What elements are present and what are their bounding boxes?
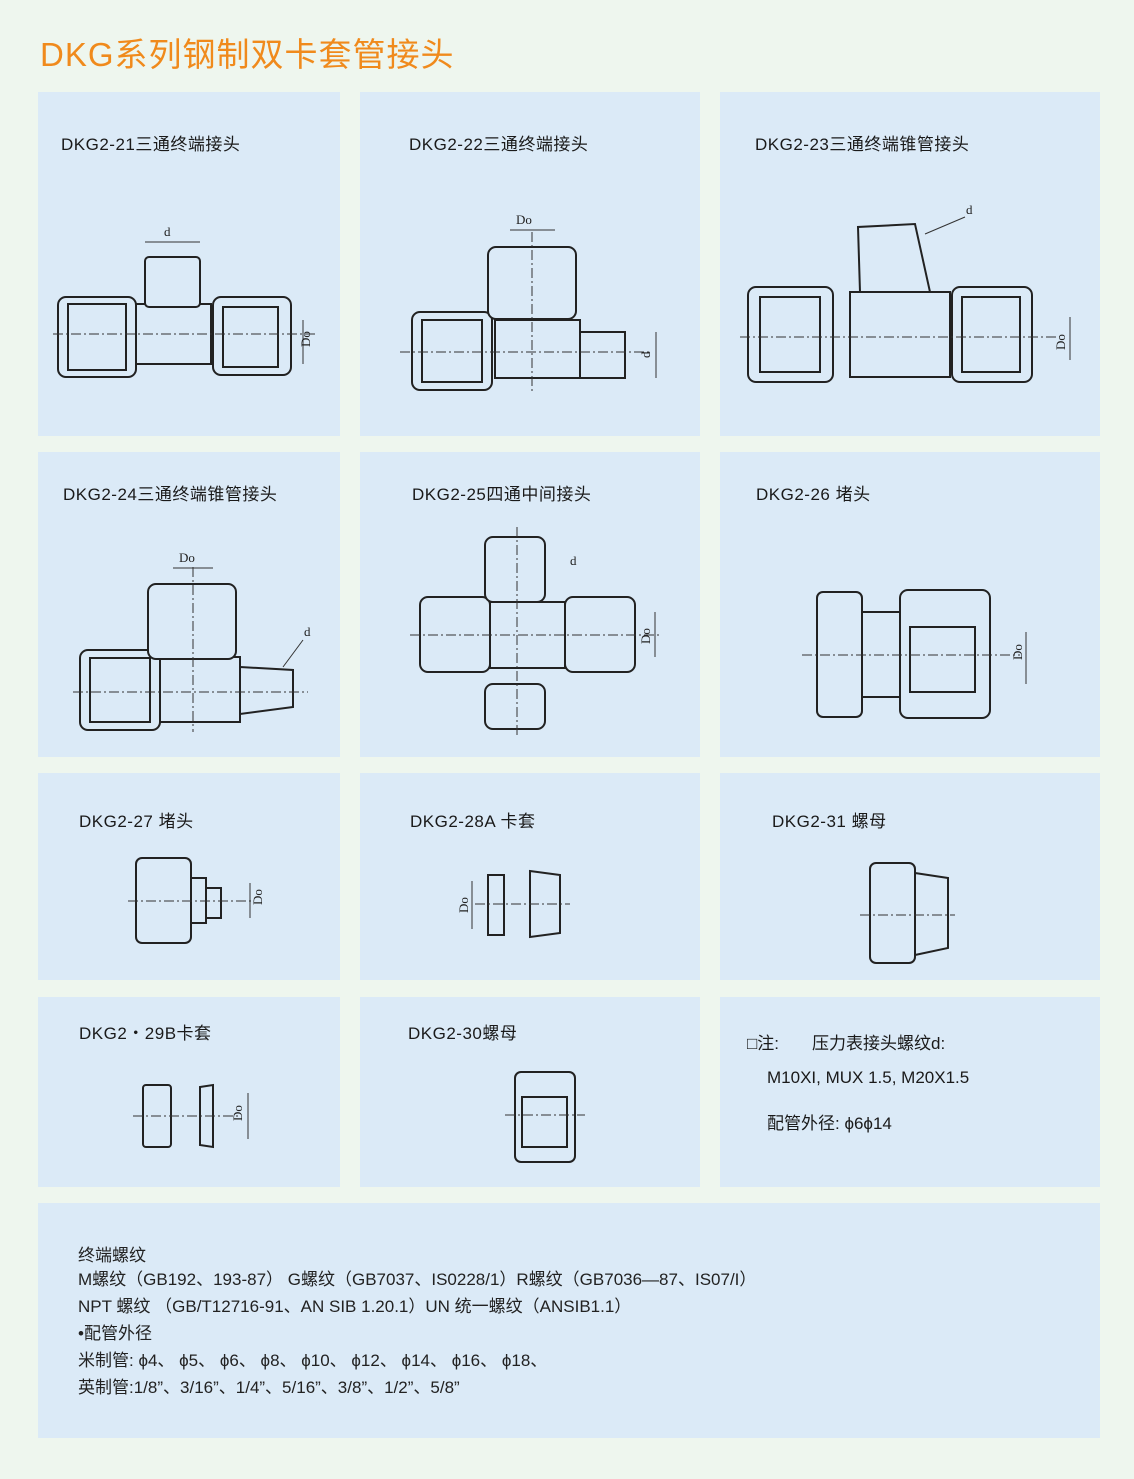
note-panel: □注: 压力表接头螺纹d: M10XI, MUX 1.5, M20X1.5 配管… [720,997,1100,1187]
panel-dkg2-30: DKG2-30螺母 [360,997,700,1187]
panel-title: DKG2-27 堵头 [79,812,194,831]
fitting-drawing: Do [802,589,1027,719]
fitting-drawing: Do d [73,550,311,732]
svg-text:Do: Do [179,550,195,565]
spec-line: 英制管:1/8”、3/16”、1/4”、5/16”、3/8”、1/2”、5/8” [78,1378,460,1397]
panel-title: DKG2-22三通终端接头 [409,135,589,154]
svg-text:Do: Do [250,889,265,905]
panel-dkg2-31: DKG2-31 螺母 [720,773,1100,980]
note-heading: 压力表接头螺纹d: [812,1034,946,1053]
svg-text:Do: Do [230,1105,245,1121]
svg-text:d: d [304,624,311,639]
spec-heading: •配管外径 [78,1324,152,1343]
svg-text:d: d [638,351,653,358]
panel-dkg2-26: DKG2-26 堵头 Do [720,452,1100,757]
panel-title: DKG2-26 堵头 [756,485,871,504]
panel-dkg2-22: DKG2-22三通终端接头 Do d [360,92,700,436]
thread-spec-panel: 终端螺纹 M螺纹（GB192、193-87） G螺纹（GB7037、IS0228… [38,1203,1100,1438]
panel-title: DKG2-25四通中间接头 [412,485,592,504]
spec-heading: 终端螺纹 [78,1246,146,1265]
panel-dkg2-23: DKG2-23三通终端锥管接头 d Do [720,92,1100,436]
page-title: DKG系列钢制双卡套管接头 [40,36,455,73]
fitting-drawing: Do [133,1083,249,1149]
svg-text:Do: Do [1053,334,1068,350]
panel-title: DKG2-23三通终端锥管接头 [755,135,970,154]
fitting-drawing: d Do [53,224,318,378]
panel-dkg2-28a: DKG2-28A 卡套 Do [360,773,700,980]
panel-title: DKG2-28A 卡套 [410,812,536,831]
fitting-drawing [505,1071,585,1163]
panel-title: DKG2-30螺母 [408,1024,518,1043]
svg-text:d: d [570,553,577,568]
svg-text:d: d [966,202,973,217]
fitting-drawing: Do d [400,212,657,392]
note-label: □注: [747,1034,779,1053]
spec-line: M螺纹（GB192、193-87） G螺纹（GB7037、IS0228/1）R螺… [78,1270,757,1289]
fitting-drawing: Do [128,857,265,944]
svg-text:Do: Do [298,331,313,347]
svg-text:Do: Do [638,628,653,644]
panel-title: DKG2-31 螺母 [772,812,887,831]
panel-dkg2-24: DKG2-24三通终端锥管接头 Do d [38,452,340,757]
panel-title: DKG2・29B卡套 [79,1024,212,1043]
panel-title: DKG2-21三通终端接头 [61,135,241,154]
panel-dkg2-25: DKG2-25四通中间接头 d Do [360,452,700,757]
panel-title: DKG2-24三通终端锥管接头 [63,485,278,504]
panel-dkg2-27: DKG2-27 堵头 Do [38,773,340,980]
note-threads: M10XI, MUX 1.5, M20X1.5 [767,1068,970,1087]
fitting-drawing [860,862,955,964]
panel-dkg2-21: DKG2-21三通终端接头 d Do [38,92,340,436]
svg-text:Do: Do [516,212,532,227]
fitting-drawing: d Do [410,527,660,737]
svg-text:Do: Do [456,897,471,913]
svg-text:Do: Do [1010,644,1025,660]
svg-text:d: d [164,224,171,239]
panel-dkg2-29b: DKG2・29B卡套 Do [38,997,340,1187]
note-pipe: 配管外径: ϕ6ϕ14 [767,1114,892,1133]
fitting-drawing: d Do [740,202,1071,383]
spec-line: 米制管: ϕ4、 ϕ5、 ϕ6、 ϕ8、 ϕ10、 ϕ12、 ϕ14、 ϕ16、… [78,1351,548,1370]
fitting-drawing: Do [456,869,570,939]
spec-line: NPT 螺纹 （GB/T12716-91、AN SIB 1.20.1）UN 统一… [78,1297,632,1316]
